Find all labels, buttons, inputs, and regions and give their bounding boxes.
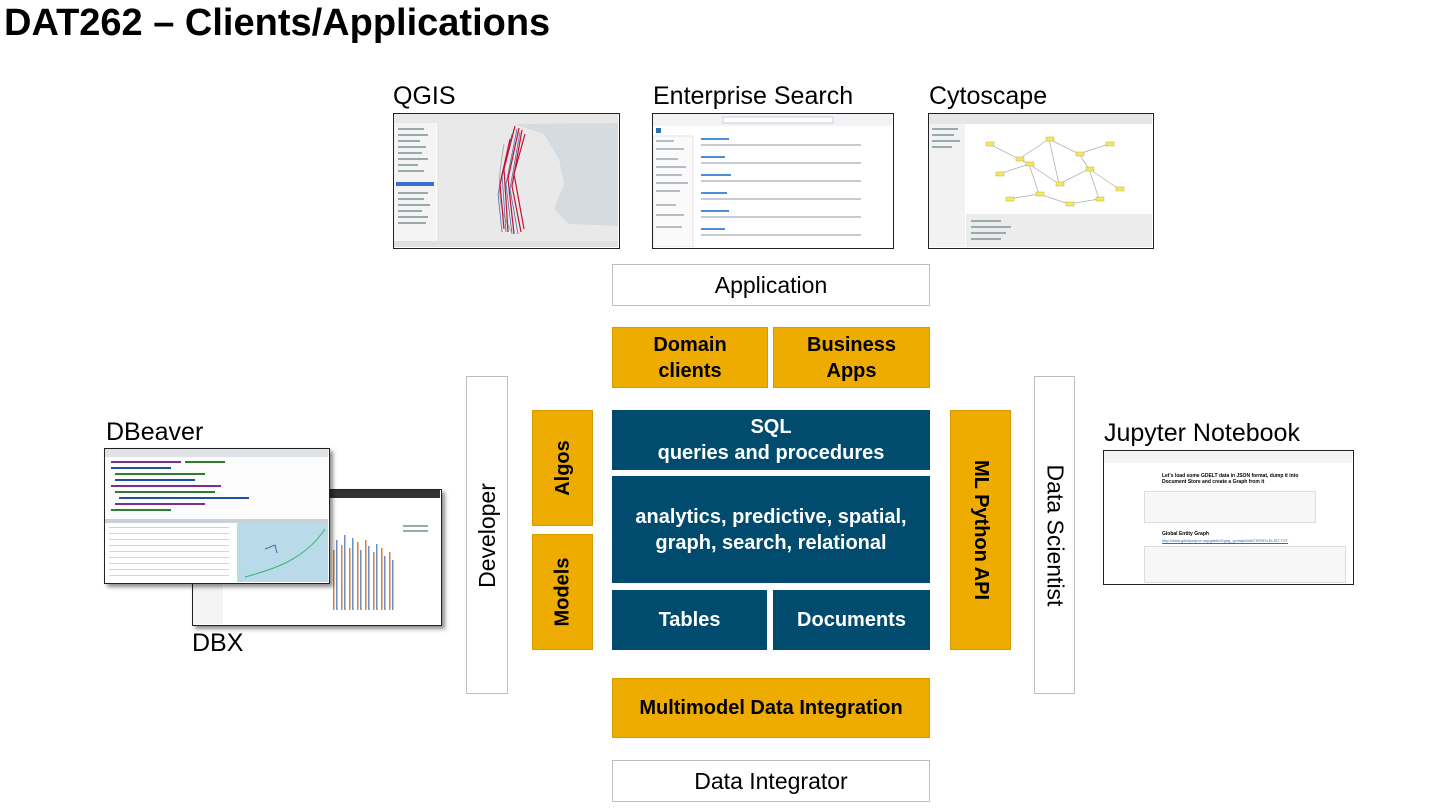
analytics-label-line1: analytics, predictive, spatial, <box>635 505 907 528</box>
jupyter-graph-link[interactable]: http://data.gdeltproject.org/gdeltv3/geg… <box>1162 538 1289 543</box>
page-title: DAT262 – Clients/Applications <box>4 2 551 44</box>
analytics-label-line2: graph, search, relational <box>655 531 887 554</box>
dbx-label: DBX <box>192 629 244 657</box>
sql-label-line2: queries and procedures <box>657 442 885 464</box>
enterprise-search-label: Enterprise Search <box>653 82 854 110</box>
sql-label-line1: SQL <box>750 416 792 438</box>
models-label: Models <box>551 557 574 627</box>
jupyter-graph-title: Global Entity Graph <box>1162 531 1209 537</box>
domain-clients-block: Domain clients <box>612 327 768 388</box>
documents-block: Documents <box>773 590 930 650</box>
qgis-screenshot <box>393 113 620 249</box>
jupyter-code-cell <box>1144 491 1316 523</box>
application-label: Application <box>714 271 828 298</box>
tables-block: Tables <box>612 590 767 650</box>
business-apps-label: Business Apps <box>807 333 896 382</box>
ml-python-api-label: ML Python API <box>969 460 992 600</box>
data-scientist-label: Data Scientist <box>1042 464 1068 606</box>
dbeaver-label: DBeaver <box>106 418 204 446</box>
analytics-block: analytics, predictive, spatial, graph, s… <box>612 476 930 583</box>
cytoscape-screenshot <box>928 113 1154 249</box>
algos-block: Algos <box>532 410 593 526</box>
tables-label: Tables <box>658 609 721 631</box>
jupyter-code-cell-2 <box>1144 546 1346 583</box>
business-apps-block: Business Apps <box>773 327 930 388</box>
models-block: Models <box>532 534 593 650</box>
multimodel-block: Multimodel Data Integration <box>612 678 930 738</box>
cytoscape-label: Cytoscape <box>929 82 1048 110</box>
enterprise-search-screenshot <box>652 113 894 249</box>
developer-box: Developer <box>466 376 508 694</box>
jupyter-toolbar <box>1104 451 1352 463</box>
data-integrator-label: Data Integrator <box>694 767 848 794</box>
jupyter-label: Jupyter Notebook <box>1104 419 1300 447</box>
qgis-label: QGIS <box>393 82 456 110</box>
jupyter-screenshot: Let's load some GDELT data in JSON forma… <box>1103 450 1354 585</box>
algos-label: Algos <box>551 440 574 496</box>
jupyter-heading: Let's load some GDELT data in JSON forma… <box>1162 473 1299 485</box>
data-integrator-box: Data Integrator <box>612 760 930 802</box>
ml-python-api-block: ML Python API <box>950 410 1011 650</box>
multimodel-label: Multimodel Data Integration <box>639 697 903 719</box>
dbeaver-screenshot <box>104 448 330 584</box>
application-box: Application <box>612 264 930 306</box>
documents-label: Documents <box>797 609 906 631</box>
data-scientist-box: Data Scientist <box>1034 376 1075 694</box>
domain-clients-label: Domain clients <box>653 333 727 382</box>
sql-block: SQL queries and procedures <box>612 410 930 470</box>
developer-label: Developer <box>473 482 500 588</box>
